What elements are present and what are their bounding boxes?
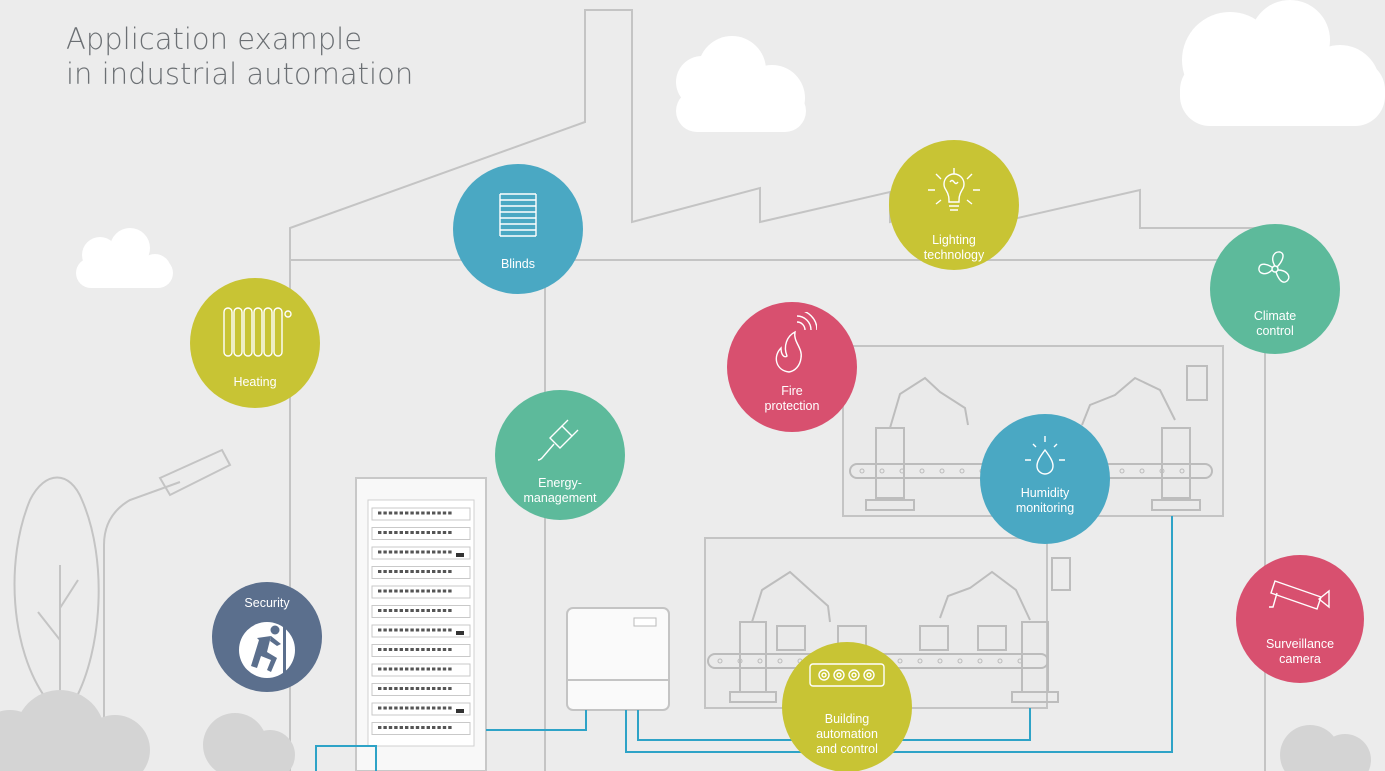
rack-unit <box>371 722 471 735</box>
humidity-label: Humidity monitoring <box>1015 486 1075 515</box>
controller-box <box>566 607 670 711</box>
diagram-title: Application example in industrial automa… <box>66 22 413 92</box>
camera-icon <box>1269 580 1330 610</box>
tree <box>13 476 100 705</box>
security-label: Security <box>244 596 290 610</box>
radiator-icon <box>223 307 292 357</box>
cloud <box>676 36 806 132</box>
rack-unit <box>371 683 471 696</box>
rack-unit <box>371 585 471 599</box>
street-lamp <box>103 448 232 771</box>
security-bubble[interactable]: Security <box>212 582 322 692</box>
lighting-label: Lighting technology <box>923 233 985 262</box>
title-line-2: in industrial automation <box>66 57 414 91</box>
blinds-bubble[interactable]: Blinds <box>453 164 583 294</box>
energy-bubble[interactable]: Energy- management <box>495 390 625 520</box>
surveillance-label: Surveillance camera <box>1265 637 1335 666</box>
running-person-icon <box>239 622 295 678</box>
rack-unit <box>371 644 471 657</box>
fan-icon <box>1258 251 1290 283</box>
rack-unit <box>371 702 471 716</box>
plug-icon <box>537 419 579 461</box>
title-line-1: Application example <box>66 22 363 56</box>
building-automation-label: Building automation and control <box>816 712 878 756</box>
flame-icon <box>775 312 817 373</box>
heating-bubble[interactable]: Heating <box>190 278 320 408</box>
rack-unit <box>371 605 471 618</box>
climate-bubble[interactable]: Climate control <box>1210 224 1340 354</box>
climate-label: Climate control <box>1253 309 1297 338</box>
rack-unit <box>371 507 471 521</box>
humidity-bubble[interactable]: Humidity monitoring <box>980 414 1110 544</box>
energy-label: Energy- management <box>523 476 597 505</box>
surveillance-bubble[interactable]: Surveillance camera <box>1236 555 1364 683</box>
rack-unit <box>371 546 471 560</box>
bushes <box>0 690 1371 771</box>
blinds-icon <box>499 193 537 237</box>
blinds-label: Blinds <box>500 257 536 271</box>
rack-unit <box>371 566 471 579</box>
server-rack <box>355 477 487 771</box>
rack-unit <box>371 527 471 540</box>
building-automation-bubble[interactable]: Building automation and control <box>782 642 912 771</box>
heating-label: Heating <box>233 375 277 389</box>
rack-units <box>371 507 471 735</box>
lighting-bubble[interactable]: Lighting technology <box>889 140 1019 270</box>
rack-unit <box>371 624 471 638</box>
fire-label: Fire protection <box>764 384 820 413</box>
fire-bubble[interactable]: Fire protection <box>727 302 857 432</box>
light-bulb-icon <box>928 168 980 211</box>
water-drop-icon <box>1025 436 1065 475</box>
cloud <box>1180 0 1385 126</box>
control-module-icon <box>809 663 885 687</box>
rack-unit <box>371 663 471 677</box>
cloud <box>76 228 173 288</box>
